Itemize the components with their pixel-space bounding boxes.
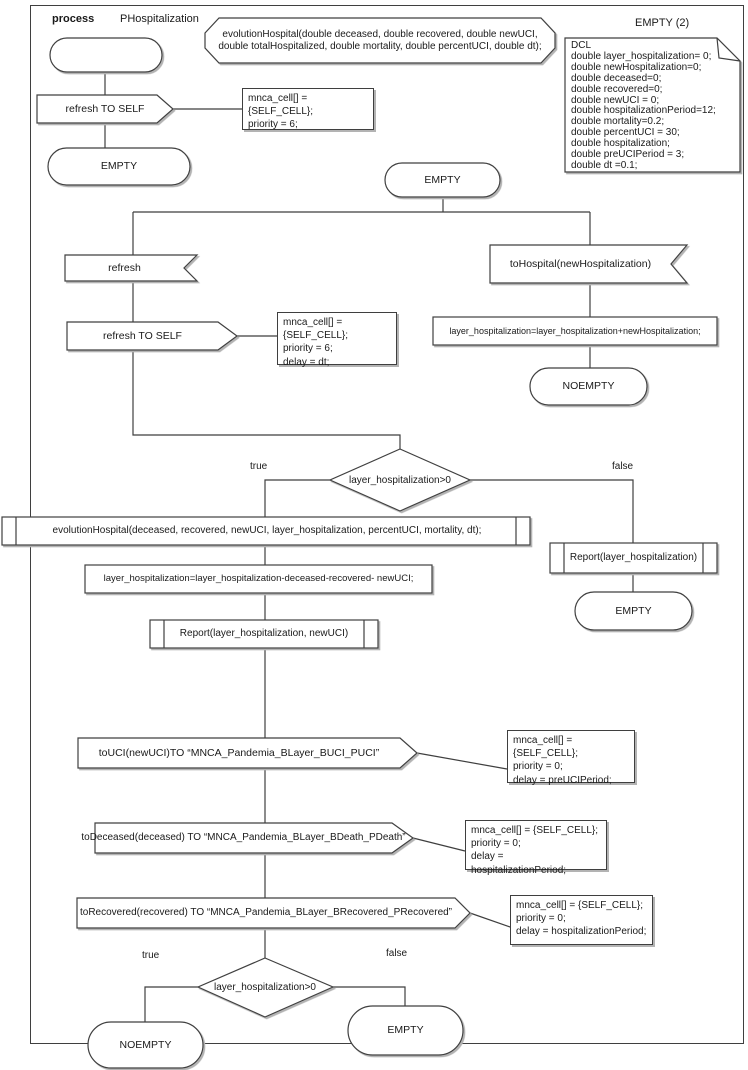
state-empty-1-shape	[47, 147, 191, 186]
comment-link-3	[416, 752, 508, 770]
decision1-true-line	[264, 479, 330, 517]
decision-1-false-label: false	[612, 461, 634, 472]
call-evolution-shape	[1, 516, 531, 546]
output-touci-shape	[77, 737, 418, 769]
decision-2-false-label: false	[386, 948, 408, 959]
node-shapes	[1, 17, 741, 1069]
comment-3: mnca_cell[] = {SELF_CELL}; priority = 0;…	[507, 730, 635, 786]
procedure-declaration-shape	[204, 17, 556, 64]
state-empty-3-shape	[347, 1005, 464, 1056]
output-todeceased-shape	[94, 822, 415, 854]
task-update-layer-shape	[84, 564, 433, 594]
comment-link-4	[412, 837, 466, 852]
decision-1-shape	[328, 448, 472, 512]
flow-line	[132, 350, 401, 449]
output-refresh-self-2-shape	[66, 321, 239, 351]
state-noempty-1-shape	[529, 367, 648, 406]
dcl-note-shape	[564, 37, 741, 173]
output-torecovered-shape	[76, 897, 471, 929]
decision2-false-line	[333, 986, 406, 1006]
process-name-label: PHospitalization	[120, 13, 199, 25]
decision-2-shape	[196, 957, 335, 1018]
state-noempty-2-shape	[87, 1021, 204, 1069]
process-kind-label: process	[52, 13, 95, 25]
comment-4: mnca_cell[] = {SELF_CELL}; priority = 0;…	[465, 820, 607, 876]
decision-1-true-label: true	[250, 461, 268, 472]
call-report-newuci-shape	[149, 619, 379, 649]
state-empty-main-shape	[384, 162, 501, 198]
start-state-shape	[49, 37, 163, 73]
output-refresh-self-1-shape	[36, 94, 174, 124]
decision1-false-line	[470, 479, 634, 543]
state-empty-2-shape	[574, 591, 693, 631]
comment-link-5	[469, 912, 511, 928]
top-right-label: EMPTY (2)	[635, 17, 690, 29]
comment-5: mnca_cell[] = {SELF_CELL}; priority = 0;…	[510, 895, 653, 945]
task-add-hospitalization-shape	[432, 316, 718, 346]
input-refresh-shape	[64, 254, 199, 282]
call-report-shape	[549, 542, 718, 574]
decision-2-true-label: true	[142, 950, 160, 961]
decision2-true-line	[144, 986, 198, 1022]
comment-1: mnca_cell[] = {SELF_CELL}; priority = 6;	[242, 88, 374, 130]
dcl-note-fold	[716, 37, 741, 62]
input-tohospital-shape	[489, 244, 689, 284]
comment-2: mnca_cell[] = {SELF_CELL}; priority = 6;…	[277, 312, 397, 368]
